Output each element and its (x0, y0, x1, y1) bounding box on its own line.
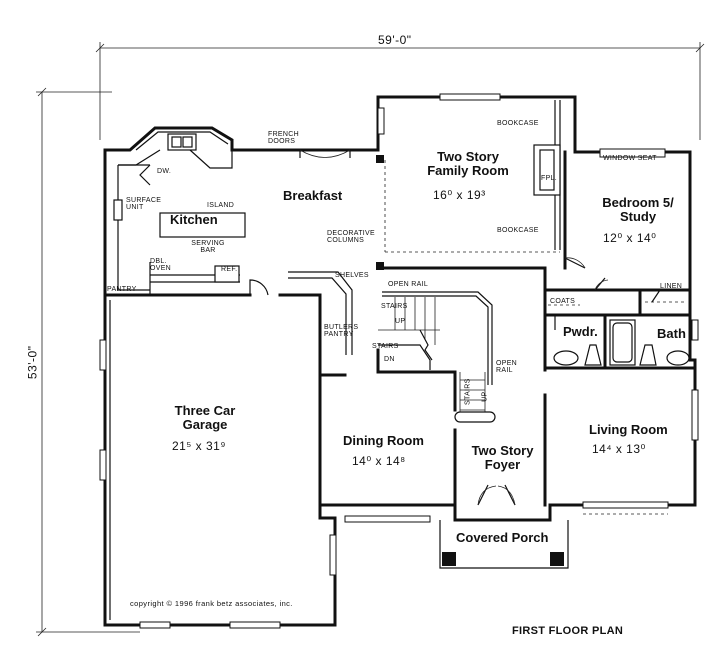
up-top-note: UP (395, 318, 406, 325)
butlers-pantry-note: BUTLERS PANTRY (324, 324, 359, 339)
stairs-top-note: STAIRS (381, 303, 408, 310)
dn-note: DN (384, 356, 395, 363)
dishwasher-note: DW. (157, 168, 172, 175)
surface-unit-note: SURFACE UNIT (126, 197, 162, 212)
stairs (378, 291, 496, 423)
width-dimension-label: 59'-0" (378, 33, 412, 47)
coats-note: COATS (550, 298, 576, 305)
kitchen-bay (113, 131, 246, 295)
plan-title: FIRST FLOOR PLAN (512, 625, 624, 637)
island-note: ISLAND (207, 202, 235, 209)
garage-size: 21⁵ x 31⁹ (172, 439, 226, 453)
decorative-columns-note: DECORATIVE COLUMNS (327, 230, 375, 245)
stairs-dn-note: STAIRS (372, 343, 399, 350)
up-foyer-note: UP (481, 391, 489, 402)
foyer-name: Two Story Foyer (471, 443, 534, 472)
window-seat-note: WINDOW SEAT (603, 155, 657, 162)
depth-dimension-label: 53'-0" (25, 345, 40, 380)
doors (249, 149, 609, 506)
family-room-details (376, 100, 561, 270)
pantry-note: PANTRY (107, 286, 137, 293)
open-rail-right-note: OPEN RAIL (496, 360, 518, 375)
copyright-text: copyright © 1996 frank betz associates, … (130, 599, 293, 608)
bookcase-top-note: BOOKCASE (497, 120, 539, 127)
porch (439, 520, 569, 569)
serving-bar-note: SERVING BAR (191, 240, 225, 255)
powder-name: Pwdr. (563, 324, 598, 339)
bath-name: Bath (657, 326, 686, 341)
french-doors-note: FRENCH DOORS (268, 131, 299, 146)
living-name: Living Room (589, 422, 668, 437)
bath-fixtures (553, 319, 690, 366)
stairs-foyer-note: STAIRS (464, 378, 472, 405)
shelves-note: SHELVES (335, 272, 369, 279)
bedroom-name: Bedroom 5/ Study (602, 195, 674, 224)
porch-name: Covered Porch (456, 530, 549, 545)
depth-dimension-line (36, 87, 140, 637)
dining-size: 14⁰ x 14⁸ (352, 454, 406, 468)
closets (548, 289, 685, 306)
double-oven-note: DBL. OVEN (150, 258, 172, 273)
linen-note: LINEN (660, 283, 683, 290)
open-rail-top-note: OPEN RAIL (388, 281, 429, 288)
dining-name: Dining Room (343, 433, 424, 448)
refrigerator-note: REF. (221, 266, 238, 273)
width-dimension-line (95, 42, 705, 140)
bookcase-bottom-note: BOOKCASE (497, 227, 539, 234)
breakfast-name: Breakfast (283, 188, 343, 203)
kitchen-name: Kitchen (170, 212, 218, 227)
living-size: 14⁴ x 13⁰ (592, 442, 646, 456)
garage-name: Three Car Garage (174, 403, 236, 432)
bedroom-size: 12⁰ x 14⁰ (603, 231, 657, 245)
family-room-name: Two Story Family Room (427, 149, 509, 178)
fireplace-note: FPL. (541, 175, 557, 182)
interior-walls (148, 150, 697, 507)
windows (99, 93, 699, 629)
family-room-size: 16⁰ x 19³ (433, 188, 486, 202)
